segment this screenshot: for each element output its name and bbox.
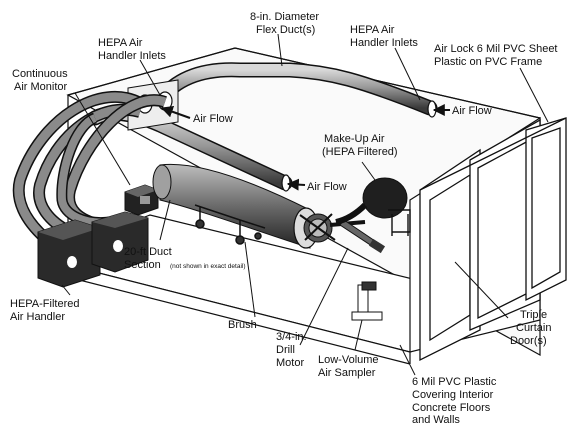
hepa-air-handler-2: [91, 211, 149, 273]
label-hepa-inlets-left-2: Handler Inlets: [98, 50, 166, 62]
label-doors-2: Curtain: [516, 322, 551, 334]
label-doors-1: Triple: [520, 309, 547, 321]
label-drill-1: 3/4-in.: [276, 331, 307, 343]
label-makeup-air-2: (HEPA Filtered): [322, 146, 398, 158]
label-flex-duct-1: 8-in. Diameter: [250, 11, 319, 23]
label-hepa-handler-1: HEPA-Filtered: [10, 298, 79, 310]
handler-hoses: [12, 90, 167, 243]
label-monitor-2: Air Monitor: [14, 81, 68, 93]
label-monitor-1: Continuous: [12, 68, 68, 80]
label-sampler-2: Air Sampler: [318, 367, 376, 379]
label-makeup-air-1: Make-Up Air: [324, 133, 385, 145]
air-flow-arrows: [160, 104, 450, 191]
label-air-flow-3: Air Flow: [307, 181, 347, 193]
air-lock-frame: [419, 117, 567, 362]
label-air-flow-2: Air Flow: [452, 105, 492, 117]
label-brush: Brush: [228, 319, 257, 331]
label-duct-section-note: (not shown in exact detail): [170, 263, 246, 270]
label-pvc-2: Covering Interior: [412, 389, 494, 401]
label-doors-3: Door(s): [510, 335, 547, 347]
text-labels: 8-in. Diameter Flex Duct(s) HEPA Air Han…: [10, 11, 558, 424]
makeup-air-unit: [335, 177, 411, 236]
label-duct-section-1: 20-ft Duct: [124, 246, 172, 258]
hepa-air-handler-1: [37, 219, 101, 288]
label-duct-section-2: Section: [124, 259, 161, 271]
low-volume-air-sampler: [351, 281, 383, 321]
label-pvc-1: 6 Mil PVC Plastic: [412, 376, 497, 388]
label-drill-3: Motor: [276, 357, 304, 369]
label-pvc-3: Concrete Floors: [412, 402, 491, 414]
label-hepa-handler-2: Air Handler: [10, 311, 65, 323]
label-air-flow-1: Air Flow: [193, 113, 233, 125]
duct-dolly: [194, 204, 266, 245]
label-sampler-1: Low-Volume: [318, 354, 379, 366]
label-air-lock-2: Plastic on PVC Frame: [434, 56, 542, 68]
label-air-lock-1: Air Lock 6 Mil PVC Sheet: [434, 43, 558, 55]
continuous-air-monitor: [124, 184, 159, 216]
label-hepa-inlets-right-1: HEPA Air: [350, 24, 395, 36]
label-flex-duct-2: Flex Duct(s): [256, 24, 315, 36]
brush-assembly: [299, 213, 366, 243]
label-hepa-inlets-left-1: HEPA Air: [98, 37, 143, 49]
leader-lines: [61, 33, 549, 376]
label-hepa-inlets-right-2: Handler Inlets: [350, 37, 418, 49]
label-pvc-4: and Walls: [412, 414, 460, 424]
label-drill-2: Drill: [276, 344, 295, 356]
